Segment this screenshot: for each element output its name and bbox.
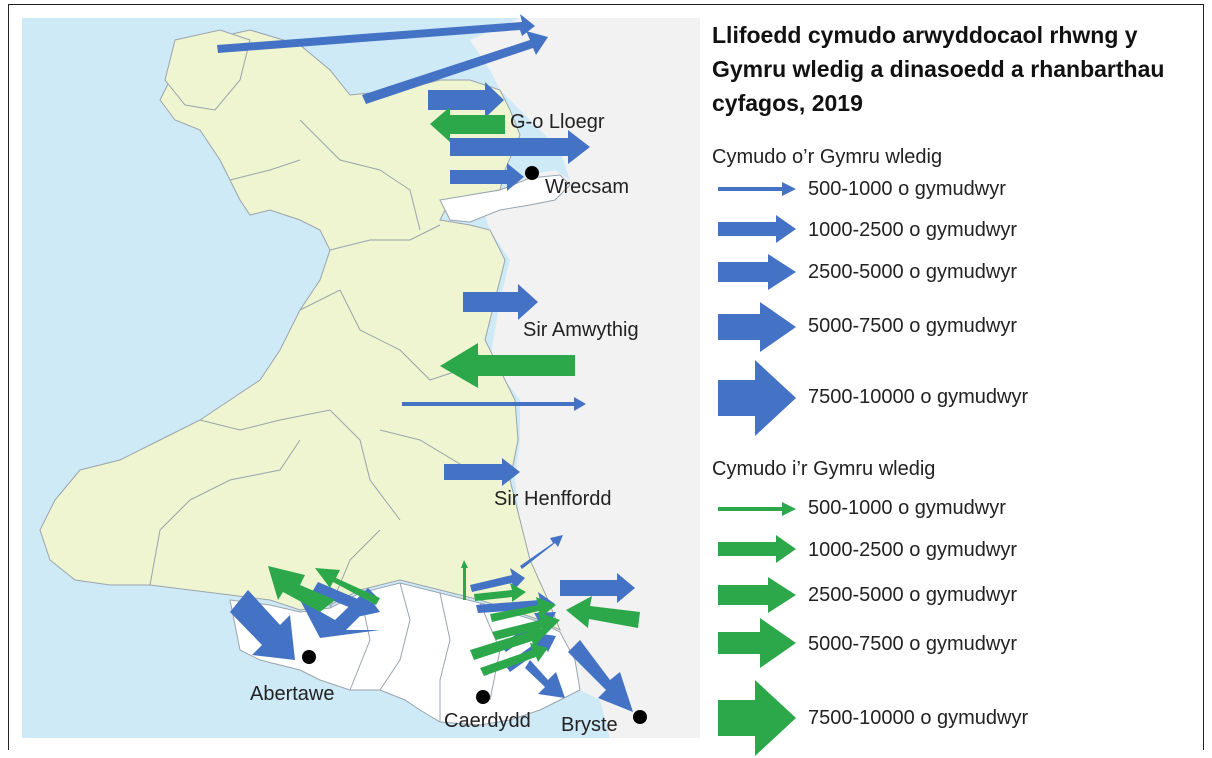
outbound-arrow bbox=[362, 31, 548, 104]
outbound-arrow bbox=[520, 535, 563, 569]
legend-inbound-band-5: 7500-10000 o gymudwyr bbox=[808, 707, 1029, 729]
label-amwythig: Sir Amwythig bbox=[523, 319, 639, 341]
outbound-arrow bbox=[463, 284, 538, 320]
inbound-arrow bbox=[463, 568, 466, 600]
legend-outbound-title: Cymudo o’r Gymru wledig bbox=[712, 146, 943, 168]
inbound-arrow bbox=[490, 597, 556, 622]
inbound-arrow bbox=[315, 568, 380, 605]
legend-arrow-inbound-2 bbox=[718, 535, 796, 563]
county-borders bbox=[149, 119, 511, 722]
inbound-arrow bbox=[268, 566, 335, 612]
label-bryste: Bryste bbox=[561, 714, 618, 736]
legend-inbound-band-4: 5000-7500 o gymudwyr bbox=[808, 633, 1018, 655]
outbound-arrow bbox=[444, 458, 520, 486]
legend-inbound-title: Cymudo i’r Gymru wledig bbox=[712, 458, 936, 480]
legend-arrow-outbound-2 bbox=[718, 215, 796, 243]
inbound-arrow bbox=[430, 107, 505, 142]
legend-arrow-outbound-4 bbox=[718, 302, 796, 352]
outbound-arrow bbox=[450, 130, 590, 164]
outbound-arrow bbox=[300, 588, 380, 638]
legend-arrow-inbound-4 bbox=[718, 618, 796, 668]
outbound-arrow bbox=[470, 568, 525, 592]
outbound-arrow bbox=[560, 573, 635, 603]
outbound-arrow bbox=[450, 163, 524, 191]
legend-arrow-outbound-3 bbox=[718, 254, 796, 290]
legend-inbound-band-2: 1000-2500 o gymudwyr bbox=[808, 539, 1018, 561]
legend-arrow-outbound-1 bbox=[718, 182, 796, 196]
label-henffordd: Sir Henffordd bbox=[494, 488, 612, 510]
legend-outbound-arrows bbox=[718, 182, 796, 436]
inbound-arrow bbox=[566, 596, 640, 628]
label-wrecsam: Wrecsam bbox=[545, 176, 630, 198]
legend-outbound-band-4: 5000-7500 o gymudwyr bbox=[808, 315, 1018, 337]
legend-outbound-band-3: 2500-5000 o gymudwyr bbox=[808, 261, 1018, 283]
outbound-arrow bbox=[230, 590, 295, 660]
city-dot-abertawe bbox=[302, 650, 316, 664]
inbound-arrows bbox=[268, 107, 640, 676]
outbound-arrow bbox=[568, 640, 633, 712]
inbound-arrow bbox=[474, 583, 526, 602]
label-abertawe: Abertawe bbox=[250, 683, 335, 705]
city-dot-bryste bbox=[633, 710, 647, 724]
legend-inbound-band-1: 500-1000 o gymudwyr bbox=[808, 497, 1006, 519]
label-glannau: G-o Lloegr bbox=[510, 111, 605, 133]
legend-outbound-band-5: 7500-10000 o gymudwyr bbox=[808, 386, 1029, 408]
legend-outbound-band-1: 500-1000 o gymudwyr bbox=[808, 178, 1006, 200]
legend-outbound-band-2: 1000-2500 o gymudwyr bbox=[808, 219, 1018, 241]
city-dot-wrecsam bbox=[525, 166, 539, 180]
legend-arrow-inbound-1 bbox=[718, 502, 796, 516]
legend-inbound-arrows bbox=[718, 502, 796, 756]
legend-arrow-inbound-5 bbox=[718, 680, 796, 756]
inbound-arrow bbox=[440, 343, 575, 388]
outbound-arrow bbox=[217, 14, 535, 53]
inbound-arrow bbox=[480, 643, 548, 676]
legend-inbound-band-3: 2500-5000 o gymudwyr bbox=[808, 584, 1018, 606]
city-dot-caerdydd bbox=[476, 690, 490, 704]
label-caerdydd: Caerdydd bbox=[444, 710, 531, 732]
map-title: Llifoedd cymudo arwyddocaol rhwng y Gymr… bbox=[712, 22, 1165, 116]
inbound-arrow bbox=[470, 624, 548, 660]
outbound-arrow bbox=[525, 660, 565, 698]
outbound-arrow bbox=[428, 82, 504, 118]
urban-north-east-wales bbox=[439, 174, 571, 223]
legend-arrow-outbound-5 bbox=[718, 360, 796, 436]
legend-arrow-inbound-3 bbox=[718, 577, 796, 613]
outbound-arrow bbox=[402, 397, 586, 411]
figure-frame bbox=[8, 4, 1204, 750]
